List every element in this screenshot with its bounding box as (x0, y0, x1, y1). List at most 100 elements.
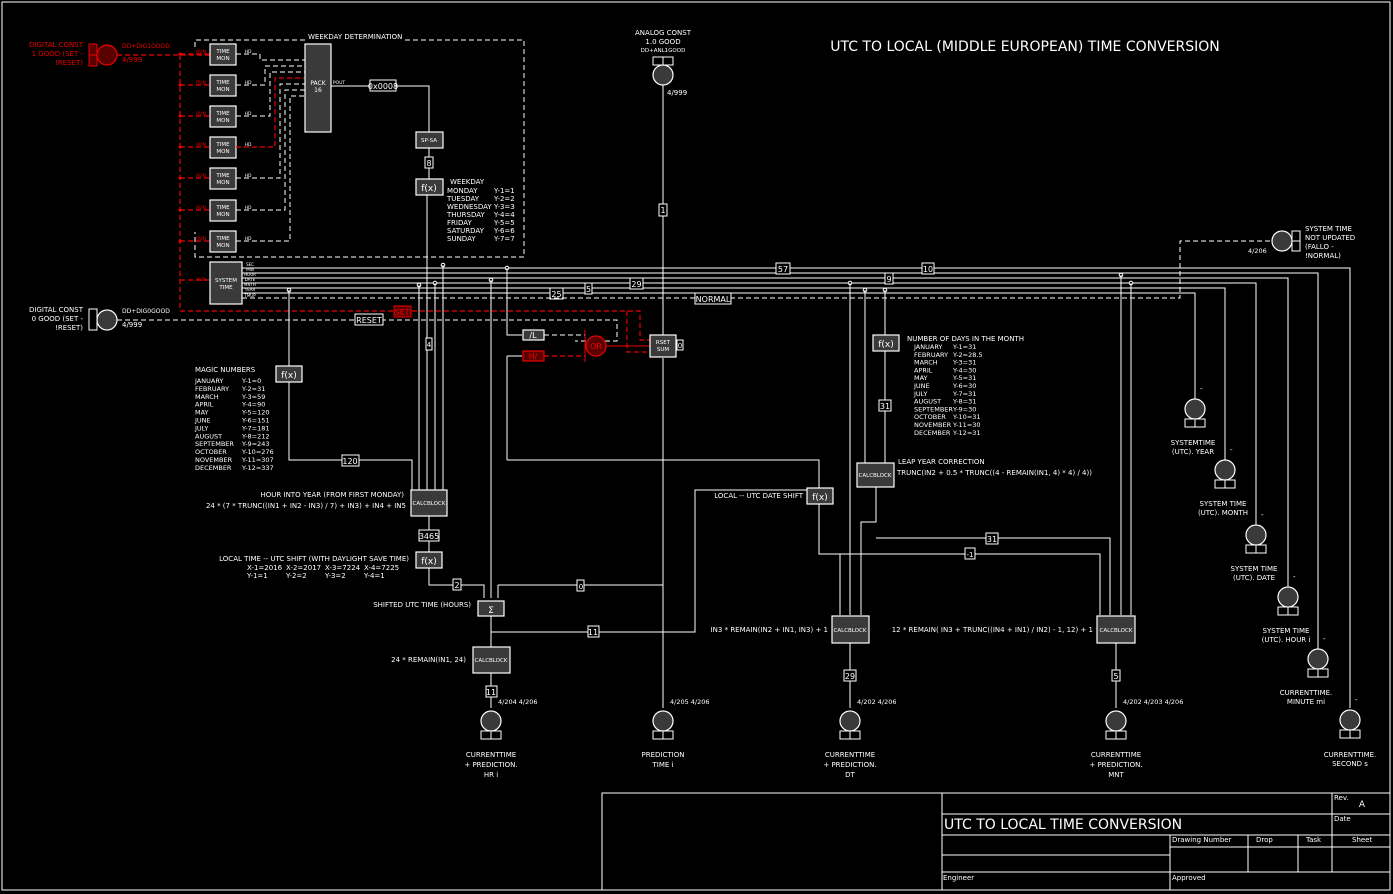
svg-text:SYSTEM TIME: SYSTEM TIME (1305, 225, 1352, 233)
set-tag: SET (393, 305, 412, 318)
system-time-output-node[interactable]: -CURRENTTIME.SECOND s (1324, 696, 1377, 768)
svg-text:31: 31 (987, 535, 997, 544)
bus-tag-text: 9 (886, 275, 891, 284)
normal-tag: NORMAL (694, 292, 732, 305)
drawing-number-label: Drawing Number (1172, 836, 1232, 844)
date-shift-fx[interactable]: f(x) (806, 487, 834, 505)
system-time-pin-label: DATE (245, 277, 256, 282)
system-time-pin-label: HOUR (244, 272, 256, 277)
hd-pin-label: HD (245, 205, 252, 211)
dst-x-value: X-4=7225 (364, 564, 399, 572)
date-out-tag: 29 (843, 669, 857, 682)
output-label: + PREDICTION. (823, 761, 876, 769)
system-time-output-node[interactable]: -SYSTEM TIME(UTC). MONTH (1198, 446, 1248, 517)
dst-x-value: X-3=7224 (325, 564, 361, 572)
system-output-label: SYSTEM TIME (1200, 500, 1247, 508)
bus-tag-10: 10 (921, 262, 935, 275)
system-time-output-node[interactable]: -SYSTEMTIME(UTC). YEAR (1171, 385, 1216, 456)
table-row-value: Y-3=31 (952, 359, 976, 367)
svg-text:0 GOOD (SET -: 0 GOOD (SET - (32, 315, 84, 323)
sp-sa-block[interactable]: SP-SA (415, 131, 444, 149)
days-in-month-fx[interactable]: f(x) (872, 334, 900, 352)
table-row-name: NOVEMBER (195, 456, 233, 464)
hour-remain-calcblock[interactable]: CALCBLOCK (472, 646, 511, 674)
bus-tag-57: 57 (775, 262, 791, 275)
month-calcblock[interactable]: CALCBLOCK (1096, 615, 1136, 644)
table-row-name: AUGUST (195, 432, 222, 440)
hour-remain-out-tag: 11 (485, 685, 498, 698)
analog-const-node[interactable]: ANALOG CONST 1.0 GOOD DD+ANL1GOOD 4/999 (635, 29, 692, 97)
weekday-fx-block[interactable]: f(x) (415, 178, 444, 196)
table-row-name: MONDAY (447, 187, 478, 195)
high-comparator[interactable]: H/ (522, 350, 545, 362)
output-label: CURRENTTIME (825, 751, 875, 759)
hour-remain-formula: 24 * REMAIN(IN1, 24) (391, 656, 466, 664)
or-gate[interactable]: OR (585, 335, 607, 357)
time-mon-label: MON (216, 56, 229, 62)
table-row-name: JULY (194, 424, 208, 432)
junction-dot (178, 239, 182, 243)
date-shift-label: LOCAL -- UTC DATE SHIFT (714, 492, 803, 500)
system-time-output-node[interactable]: -CURRENTTIME.MINUTE mi (1280, 635, 1333, 706)
system-time-pin-label: TMUP (243, 293, 256, 298)
dst-shift-fx[interactable]: f(x) (415, 551, 443, 569)
shifted-utc-sum-block[interactable]: Σ (477, 600, 505, 617)
title-block: UTC TO LOCAL TIME CONVERSION Rev. A Date… (601, 792, 1391, 891)
table-row-value: Y-10=31 (952, 413, 981, 421)
time-mon-label: MON (216, 87, 229, 93)
table-row-name: JULY (913, 390, 927, 398)
svg-text:f(x): f(x) (878, 340, 894, 350)
table-row-value: Y-9=243 (241, 440, 270, 448)
time-mon-label: MON (216, 243, 229, 249)
system-output-label: SYSTEM TIME (1263, 627, 1310, 635)
days-in-month-out-tag: 31 (878, 399, 892, 412)
run-pin-label: RUN (196, 80, 206, 86)
output-label: + PREDICTION. (1089, 761, 1142, 769)
digital-const-set-node[interactable]: DIGITAL CONST 1 GOOD (SET - !RESET) DD+D… (29, 41, 170, 67)
hour-into-year-formula: 24 * (7 * TRUNC((IN1 + IN2 - IN3) / 7) +… (206, 502, 406, 510)
table-row-value: Y-7=181 (241, 424, 270, 432)
low-comparator[interactable]: /L (522, 329, 545, 341)
run-pin-label: RUN (196, 111, 206, 117)
table-row-name: MAY (195, 409, 209, 417)
leap-year-calcblock[interactable]: CALCBLOCK (856, 462, 895, 488)
magic-numbers-fx[interactable]: f(x) (275, 365, 303, 383)
system-time-block[interactable]: SYSTEM TIME RUN (196, 261, 243, 305)
svg-text:1 GOOD (SET -: 1 GOOD (SET - (32, 50, 84, 58)
system-time-output-node[interactable]: -SYSTEM TIME(UTC). DATE (1231, 511, 1278, 582)
hour-into-year-calcblock[interactable]: CALCBLOCK (410, 489, 448, 517)
junction-dot (178, 114, 182, 118)
run-pin-label: RUN (196, 236, 206, 242)
svg-text:4: 4 (427, 341, 432, 349)
reset-sum-block[interactable]: RSET SUM 0 (649, 334, 684, 358)
table-row-name: SUNDAY (447, 235, 476, 243)
svg-text:0: 0 (579, 583, 583, 591)
hour-into-year-out-tag: 3465 (418, 529, 440, 542)
digital-const-reset-node[interactable]: DIGITAL CONST 0 GOOD (SET - !RESET) DD+D… (29, 306, 170, 332)
system-time-not-updated-node[interactable]: 4/206 SYSTEM TIME NOT UPDATED (FALLO - !… (1248, 225, 1355, 260)
svg-text:f(x): f(x) (421, 184, 437, 194)
table-row-value: Y-1=1 (493, 187, 515, 195)
pack16-block[interactable]: PACK 16 POUT (304, 43, 345, 133)
weekday-group-label: WEEKDAY DETERMINATION (308, 33, 402, 41)
date-calcblock[interactable]: CALCBLOCK (831, 615, 870, 644)
output-ref: 4/202 4/203 4/206 (1123, 698, 1183, 706)
hd-wire (236, 65, 305, 86)
table-row-value: Y-6=6 (493, 227, 515, 235)
svg-text:DD+ANL1GOOD: DD+ANL1GOOD (641, 48, 686, 54)
table-row-value: Y-5=31 (952, 374, 976, 382)
system-time-output-node[interactable]: -SYSTEM TIME(UTC). HOUR i (1262, 573, 1311, 644)
